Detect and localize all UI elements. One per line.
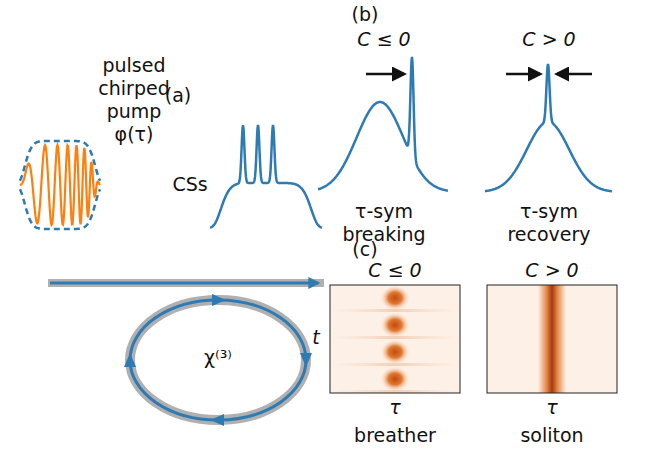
solitons-caption: CSs [172, 173, 207, 196]
ring-resonator [130, 300, 306, 420]
symmetry-caption: τ-sym recovery [501, 200, 597, 246]
panel-label: (c) [352, 238, 377, 261]
soliton-trace [538, 285, 566, 393]
chirped-pump-wave [20, 145, 100, 225]
axis-label: t [312, 326, 319, 349]
regime-caption: soliton [520, 424, 583, 447]
axis-label: τ [389, 396, 400, 419]
condition-label: C ≤ 0 [368, 259, 421, 282]
waveguide-flow-arrow [50, 282, 318, 285]
condition-label: C > 0 [522, 28, 575, 51]
breather-heatmap [330, 285, 460, 393]
regime-caption: breather [354, 424, 436, 447]
ring-arrow [212, 294, 226, 306]
ring-arrow [210, 414, 224, 426]
panel-label: (b) [352, 3, 379, 26]
symmetry-recovery-curve [485, 64, 612, 191]
soliton-heatmap [487, 285, 617, 393]
symmetry-caption: τ-sym breaking [336, 200, 432, 246]
pointer-arrow [557, 73, 592, 76]
ring-light-path [130, 300, 306, 420]
bus-waveguide [48, 279, 324, 287]
pointer-arrow [506, 73, 540, 76]
breather-peak [380, 339, 410, 365]
breather-peak [380, 312, 410, 338]
pointer-arrow [366, 73, 404, 76]
ring-arrow [124, 353, 136, 367]
condition-label: C ≤ 0 [357, 28, 410, 51]
breather-peak [380, 366, 410, 392]
pump-caption: pulsed chirped pump φ(τ) [94, 54, 174, 146]
heatmap-frame [330, 285, 460, 393]
symmetry-breaking-curve [318, 57, 448, 191]
ring-arrow [300, 353, 312, 367]
condition-label: C > 0 [525, 259, 578, 282]
breather-peak [380, 285, 410, 311]
axis-label: τ [546, 396, 557, 419]
nonlinearity-label: χ⁽³⁾ [204, 346, 232, 369]
cavity-solitons-curve [210, 125, 322, 228]
heatmap-frame [487, 285, 617, 393]
